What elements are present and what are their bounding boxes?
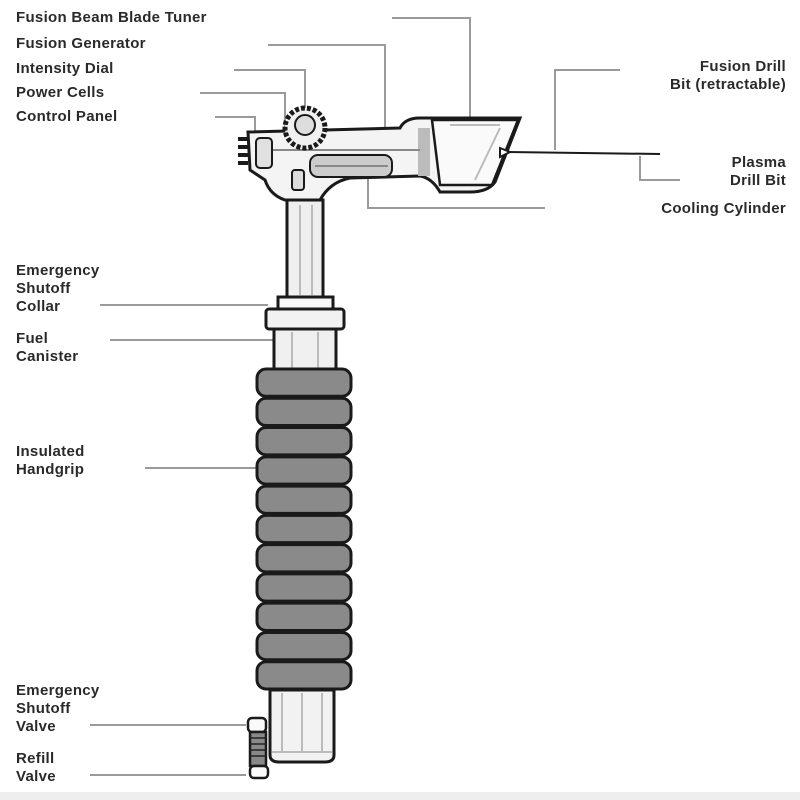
device-head	[238, 105, 661, 202]
label-emergency-shutoff-collar: Emergency Shutoff Collar	[16, 262, 100, 316]
leader-plasma-drill	[639, 156, 680, 181]
label-fusion-beam-blade-tuner: Fusion Beam Blade Tuner	[16, 9, 207, 26]
label-refill-valve: Refill Valve	[16, 750, 56, 786]
label-control-panel: Control Panel	[16, 108, 118, 125]
label-line: Refill	[16, 750, 55, 767]
label-fusion-generator: Fusion Generator	[16, 35, 146, 52]
label-line: Valve	[16, 768, 56, 785]
leader-blade-tuner	[392, 17, 471, 120]
grip-ring	[255, 396, 353, 428]
leader-lines	[90, 17, 680, 776]
label-plasma-drill-bit: Plasma Drill Bit	[730, 154, 786, 190]
label-line: Canister	[16, 348, 79, 365]
bottom-border	[0, 792, 800, 800]
label-fuel-canister: Fuel Canister	[16, 330, 78, 366]
label-fusion-drill-bit: Fusion Drill Bit (retractable)	[670, 58, 786, 94]
grip-ring	[255, 572, 353, 603]
label-insulated-handgrip: Insulated Handgrip	[16, 443, 85, 479]
leader-fusion-drill	[554, 69, 620, 150]
label-line: Valve	[16, 718, 56, 735]
leader-intensity-dial	[234, 69, 306, 108]
leader-cooling-cylinder	[367, 172, 545, 209]
grip-ring	[255, 455, 353, 486]
grip-ring	[255, 630, 353, 662]
label-line: Drill Bit	[729, 172, 786, 189]
label-line: Bit (retractable)	[670, 76, 786, 93]
grip-ring	[255, 367, 353, 398]
emergency-shutoff-collar	[276, 295, 335, 311]
label-line: Shutoff	[16, 280, 71, 297]
label-power-cells: Power Cells	[16, 84, 105, 101]
label-line: Collar	[16, 298, 61, 315]
label-line: Emergency	[16, 682, 100, 699]
label-line: Emergency	[16, 262, 100, 279]
device-shaft	[264, 198, 346, 371]
refill-valve	[248, 764, 270, 780]
grip-ring	[255, 660, 353, 691]
label-cooling-cylinder: Cooling Cylinder	[661, 200, 786, 217]
label-line: Plasma	[731, 154, 786, 171]
label-line: Insulated	[16, 443, 85, 460]
plasma-drill-bit	[504, 151, 661, 155]
emergency-shutoff-valve	[246, 716, 268, 734]
label-line: Fuel	[16, 330, 49, 347]
grip-ring	[255, 426, 353, 457]
fuel-canister	[272, 327, 338, 371]
device-bottom	[246, 688, 336, 780]
insulated-handgrip	[255, 367, 353, 691]
leader-fusion-generator	[268, 44, 386, 132]
label-intensity-dial: Intensity Dial	[16, 60, 114, 77]
grip-ring	[255, 601, 353, 632]
label-line: Fusion Drill	[699, 58, 786, 75]
grip-ring	[255, 484, 353, 515]
label-line: Shutoff	[16, 700, 71, 717]
grip-ring	[255, 543, 353, 574]
label-emergency-shutoff-valve: Emergency Shutoff Valve	[16, 682, 100, 736]
label-line: Handgrip	[16, 461, 85, 478]
grip-ring	[255, 513, 353, 545]
